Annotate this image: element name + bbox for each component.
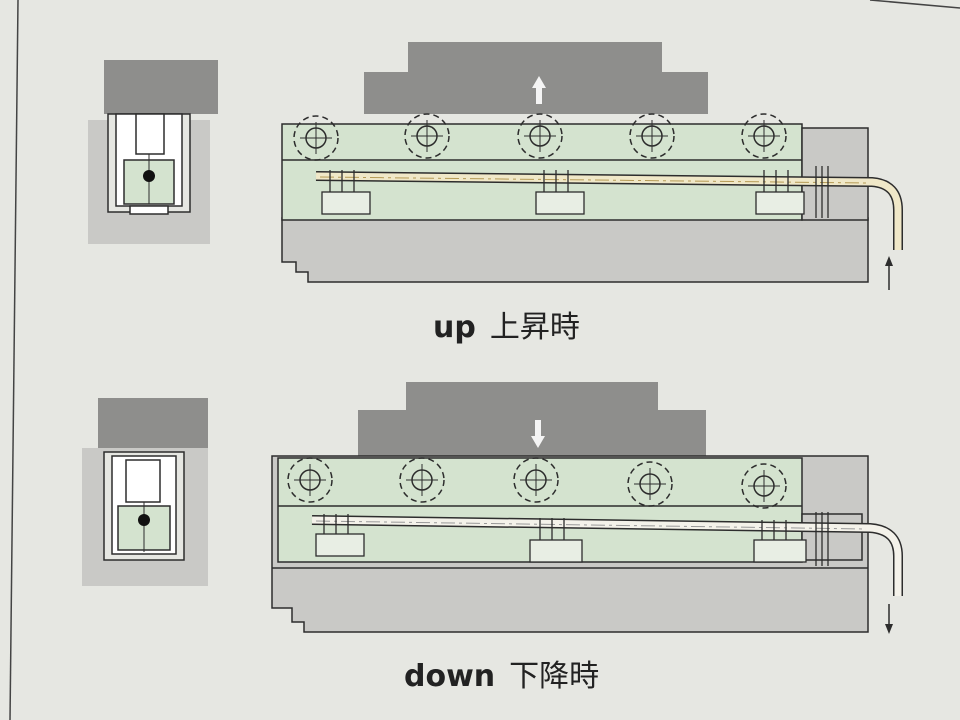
crosshair-roller-icon (287, 457, 333, 503)
caption-down-jp: 下降時 (509, 659, 600, 694)
crosshair-roller-icon (517, 113, 563, 159)
arrow-up-icon (532, 76, 546, 104)
side-section-up (88, 60, 218, 244)
caption-up-en: up (433, 310, 476, 345)
arrow-down-icon (885, 604, 893, 634)
crosshair-roller-icon (404, 113, 450, 159)
crosshair-roller-icon (629, 113, 675, 159)
page-frame (9, 0, 960, 720)
arrow-up-icon (885, 256, 893, 290)
crosshair-roller-icon (513, 457, 559, 503)
crosshair-roller-icon (741, 113, 787, 159)
arrow-down-icon (531, 420, 545, 448)
side-section-down (82, 398, 208, 586)
front-view-down (271, 382, 903, 634)
crosshair-roller-icon (399, 457, 445, 503)
crosshair-roller-icon (293, 115, 339, 161)
front-view-up (281, 42, 903, 290)
crosshair-roller-icon (627, 461, 673, 507)
caption-down-en: down (404, 659, 496, 694)
caption-up: up 上昇時 (433, 302, 580, 346)
caption-up-jp: 上昇時 (489, 310, 580, 345)
caption-down: down 下降時 (404, 651, 599, 695)
crosshair-roller-icon (741, 463, 787, 509)
